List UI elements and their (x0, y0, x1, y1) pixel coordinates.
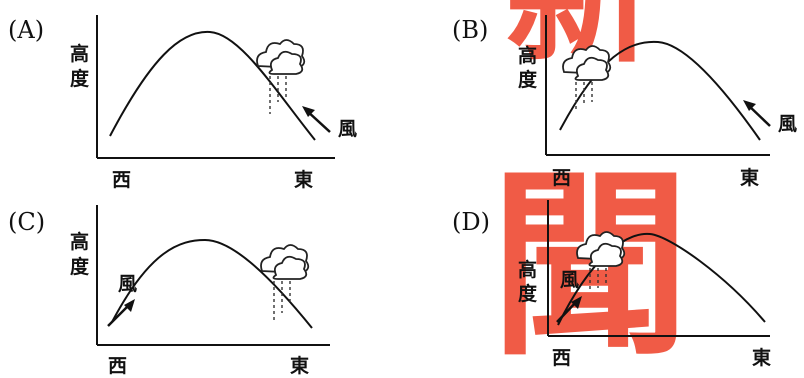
mountain-profile (557, 232, 766, 326)
y-axis-label-bottom: 度 (70, 67, 90, 90)
rain-cloud (562, 45, 612, 112)
y-axis-label-top: 高 (518, 258, 537, 281)
panel-c: (C) 高 度 風 西 東 (8, 205, 330, 377)
wind-label: 風 (778, 113, 797, 135)
west-label: 西 (108, 355, 127, 377)
panel-a: (A) 高 度 風 西 東 (8, 15, 357, 191)
option-label: (A) (8, 16, 44, 44)
y-axis-label-top: 高 (70, 230, 89, 253)
east-label: 東 (752, 346, 771, 369)
rain-cloud (576, 231, 626, 292)
mountain-profile (109, 30, 316, 141)
wind-arrow-head (571, 296, 582, 309)
west-label: 西 (552, 347, 571, 369)
wind-label: 風 (118, 273, 137, 295)
wind-arrow-head (124, 299, 135, 312)
option-label: (D) (452, 208, 490, 236)
east-label: 東 (740, 166, 759, 189)
y-axis-label-top: 高 (70, 42, 89, 65)
wind-label: 風 (560, 269, 579, 291)
option-label: (B) (452, 16, 488, 44)
option-label: (C) (8, 208, 45, 236)
y-axis-label-bottom: 度 (518, 68, 538, 91)
rain-cloud (260, 244, 310, 321)
west-label: 西 (552, 167, 571, 189)
east-label: 東 (294, 168, 313, 191)
wind-arrow-head (302, 106, 315, 117)
wind-arrow-head (743, 100, 756, 111)
wind-label: 風 (338, 118, 357, 140)
rain-cloud (256, 39, 306, 114)
panel-d: (D) 高 度 風 西 東 (452, 200, 771, 369)
east-label: 東 (290, 354, 309, 377)
west-label: 西 (112, 169, 131, 191)
y-axis-label-bottom: 度 (518, 282, 538, 305)
y-axis-label-bottom: 度 (70, 255, 90, 278)
panel-b: (B) 高 度 風 西 東 (452, 15, 797, 189)
y-axis-label-top: 高 (518, 44, 537, 67)
mountain-profile (111, 238, 313, 329)
